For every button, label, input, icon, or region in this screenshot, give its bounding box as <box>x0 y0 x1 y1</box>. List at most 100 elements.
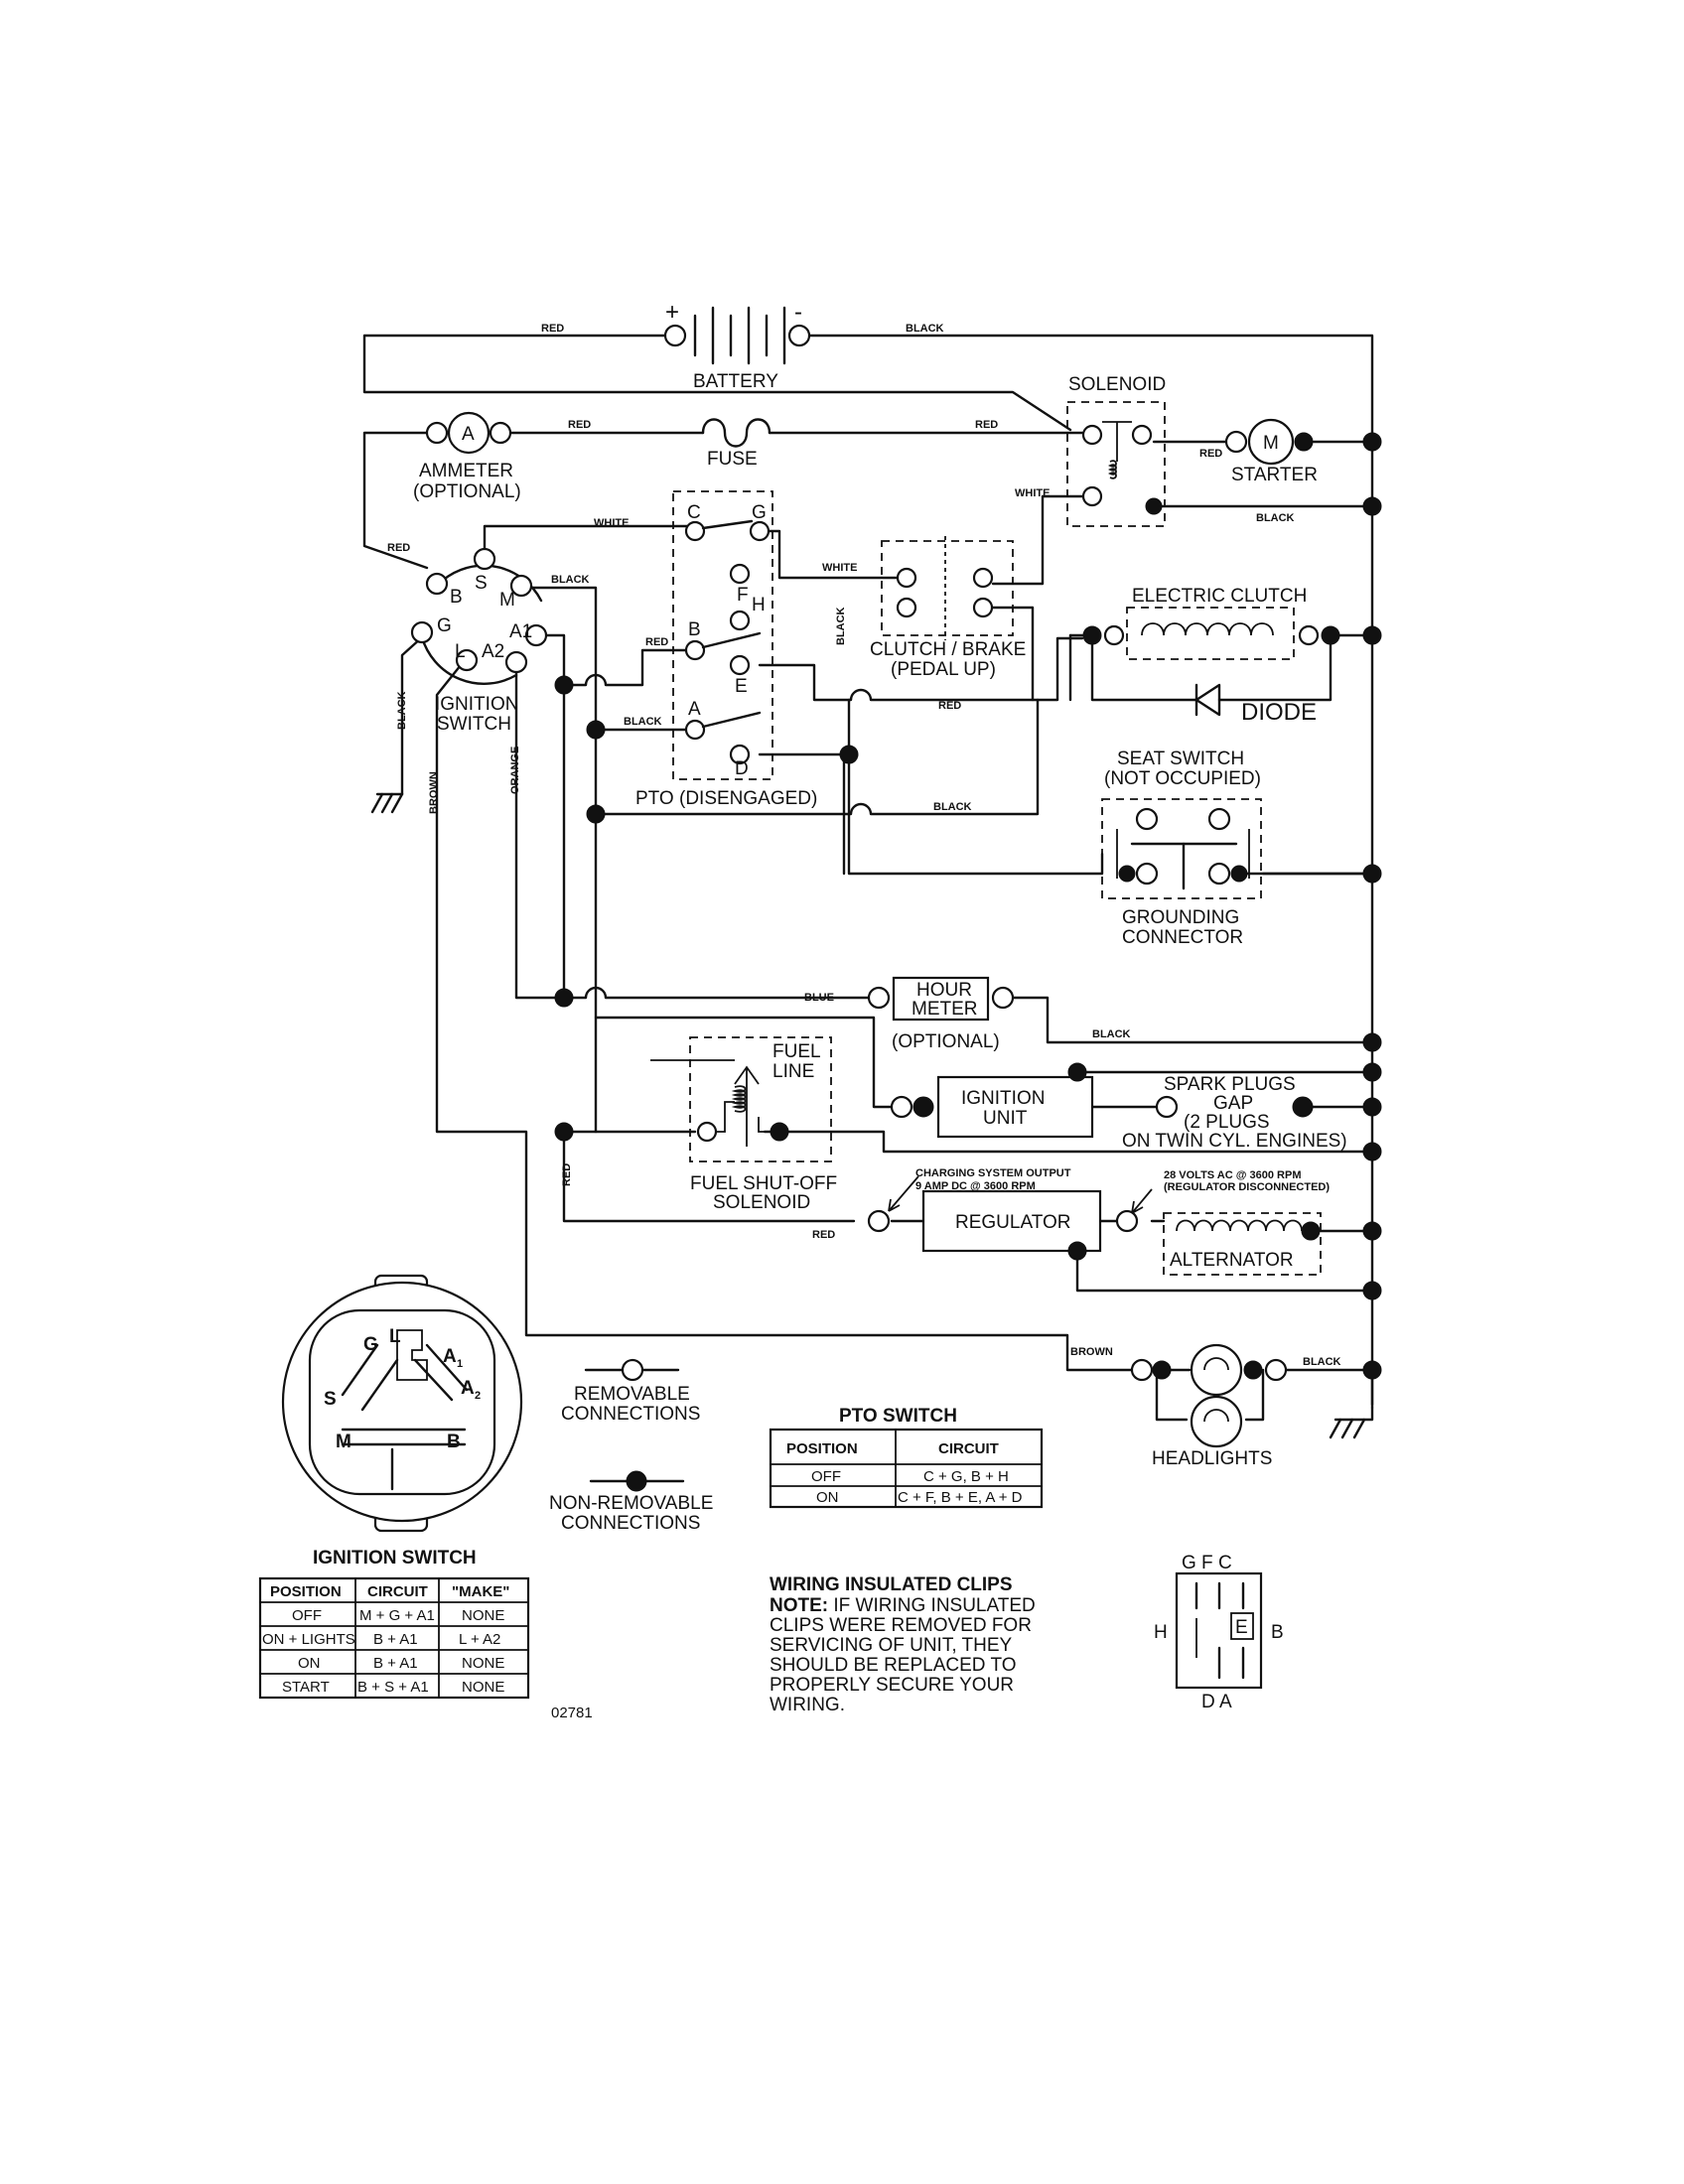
headlights: HEADLIGHTS <box>1130 1343 1288 1469</box>
spark-plugs-label: GAP <box>1213 1093 1253 1114</box>
terminal-label: A <box>688 699 701 720</box>
table-cell: B + A1 <box>373 1655 418 1672</box>
table-cell: NONE <box>462 1607 504 1624</box>
ignition-terminal-s <box>473 547 496 571</box>
terminal-label: A2 <box>482 641 504 662</box>
legend-label: REMOVABLE <box>574 1384 690 1405</box>
ignition-switch-face: G L A 1 A 2 S M B <box>281 1274 523 1533</box>
table-cell: M + G + A1 <box>359 1607 435 1624</box>
note-line: PROPERLY SECURE YOUR <box>770 1675 1014 1696</box>
wiring-clips-note: WIRING INSULATED CLIPS NOTE: IF WIRING I… <box>770 1574 1036 1715</box>
legend-removable: REMOVABLE CONNECTIONS <box>561 1358 700 1425</box>
note-line: NOTE: IF WIRING INSULATED <box>770 1595 1036 1616</box>
note-line: SERVICING OF UNIT, THEY <box>770 1635 1013 1656</box>
starter-label: STARTER <box>1231 465 1318 485</box>
wire-label-red: RED <box>387 542 410 554</box>
wire-label-black: BLACK <box>551 574 590 586</box>
ignition-terminal-a2 <box>504 650 528 674</box>
fuel-solenoid-label: SOLENOID <box>713 1192 810 1213</box>
ammeter: A AMMETER (OPTIONAL) <box>413 411 521 502</box>
ignition-switch-label: IGNITION <box>435 694 518 715</box>
headlights-label: HEADLIGHTS <box>1152 1448 1272 1469</box>
battery-terminal <box>663 324 687 347</box>
ignition-unit: IGNITION UNIT <box>890 1075 1094 1139</box>
table-cell: L + A2 <box>459 1631 500 1648</box>
seat-switch-label: (NOT OCCUPIED) <box>1104 768 1261 789</box>
note-text: IF WIRING INSULATED <box>828 1595 1036 1616</box>
battery: + - BATTERY <box>663 299 811 392</box>
terminal-label: B <box>450 587 463 608</box>
terminal-label: G <box>752 502 767 523</box>
table-cell: START <box>282 1679 330 1696</box>
wire-label-white: WHITE <box>822 562 857 574</box>
ammeter-label: AMMETER <box>419 461 513 481</box>
pto-switch: C G F H B E A D PTO (DISENGAGED) <box>635 490 817 809</box>
wire-label-red: RED <box>812 1229 835 1241</box>
spark-plugs-label: (2 PLUGS <box>1184 1112 1270 1133</box>
fuse-label: FUSE <box>707 449 758 470</box>
wire-label-red: RED <box>541 323 564 335</box>
wire-label-black: BLACK <box>624 716 662 728</box>
ignition-unit-label: IGNITION <box>961 1088 1045 1109</box>
fuel-line-label: FUEL <box>772 1041 821 1062</box>
pto-face-label: E <box>1235 1617 1248 1638</box>
wire-label-red: RED <box>938 700 961 712</box>
diode-label: DIODE <box>1241 699 1317 726</box>
note-line: SHOULD BE REPLACED TO <box>770 1655 1016 1676</box>
terminal-label: A1 <box>509 621 532 642</box>
solenoid-label: SOLENOID <box>1068 374 1166 395</box>
wire-label-white: WHITE <box>1015 487 1050 499</box>
hour-meter: HOUR METER (OPTIONAL) <box>867 976 1015 1052</box>
table-cell: NONE <box>462 1679 504 1696</box>
ignition-table-title: IGNITION SWITCH <box>313 1548 477 1569</box>
wire-label-black: BLACK <box>1092 1028 1131 1040</box>
spark-plugs-label: SPARK PLUGS <box>1164 1074 1296 1095</box>
ignition-switch-label: SWITCH <box>437 714 511 735</box>
pto-face-label: H <box>1154 1622 1168 1643</box>
solenoid: SOLENOID <box>1066 374 1166 527</box>
wire-label-brown: BROWN <box>428 771 440 814</box>
clutch-brake-label: CLUTCH / BRAKE <box>870 639 1026 660</box>
battery-label: BATTERY <box>693 371 778 392</box>
charging-note: CHARGING SYSTEM OUTPUT <box>915 1167 1071 1179</box>
ignition-face-label: B <box>447 1432 461 1452</box>
table-header: "MAKE" <box>452 1583 509 1600</box>
note-bold: NOTE: <box>770 1595 828 1616</box>
pto-label: PTO (DISENGAGED) <box>635 788 817 809</box>
table-cell: ON <box>816 1489 839 1506</box>
pto-face-label: G F C <box>1182 1553 1232 1573</box>
alternator: 28 VOLTS AC @ 3600 RPM (REGULATOR DISCON… <box>1131 1169 1330 1276</box>
terminal-label: G <box>437 615 452 636</box>
fuel-shutoff-solenoid: FUEL LINE FUEL SHUT-OFF SOLENOID <box>650 1036 837 1213</box>
ignition-terminal-a1 <box>524 623 548 647</box>
ignition-face-label: 1 <box>457 1358 463 1370</box>
terminal-label: E <box>735 676 748 697</box>
table-cell: ON + LIGHTS <box>262 1631 355 1648</box>
terminal-label: C <box>687 502 701 523</box>
pto-face-label: D A <box>1201 1692 1232 1712</box>
wire-label-black: BLACK <box>933 801 972 813</box>
electric-clutch-label: ELECTRIC CLUTCH <box>1132 586 1307 607</box>
pto-table-title: PTO SWITCH <box>839 1406 957 1427</box>
starter-symbol: M <box>1263 433 1279 454</box>
note-title: WIRING INSULATED CLIPS <box>770 1574 1013 1595</box>
table-cell: B + A1 <box>373 1631 418 1648</box>
terminal-label: L <box>455 641 466 662</box>
ignition-face-label: 2 <box>475 1390 481 1402</box>
seat-switch-label: SEAT SWITCH <box>1117 749 1244 769</box>
table-header: POSITION <box>786 1440 858 1457</box>
wire-label-brown: BROWN <box>1070 1346 1113 1358</box>
hour-meter-label: METER <box>912 999 978 1020</box>
terminal-label: H <box>752 595 766 615</box>
charging-note: 9 AMP DC @ 3600 RPM <box>915 1180 1036 1192</box>
regulator-label: REGULATOR <box>955 1212 1071 1233</box>
wire-label-red: RED <box>561 1163 573 1186</box>
note-line: CLIPS WERE REMOVED FOR <box>770 1615 1032 1636</box>
fuse: FUSE <box>701 418 772 470</box>
volts-note: 28 VOLTS AC @ 3600 RPM <box>1164 1169 1302 1181</box>
wire-label-red: RED <box>1199 448 1222 460</box>
ignition-face-label: G <box>363 1334 378 1355</box>
wire-label-white: WHITE <box>594 517 629 529</box>
ignition-face-label: A <box>461 1378 475 1399</box>
